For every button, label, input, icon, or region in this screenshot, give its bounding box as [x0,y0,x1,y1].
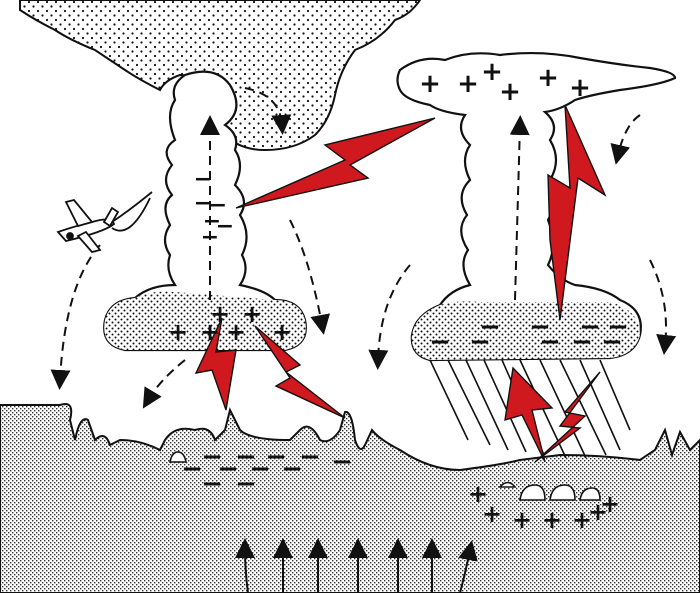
charge-sign: − [216,214,234,239]
charge-sign: − [331,447,353,477]
charge-sign: − [429,327,451,357]
charge-sign: + [499,77,521,107]
charge-sign: − [249,454,271,484]
charge-sign: − [201,225,219,250]
lightning-right-intracloud [547,104,607,321]
charge-sign: − [203,209,221,234]
charge-sign: − [181,454,203,484]
charge-sign: − [209,193,227,218]
charge-sign: + [588,498,608,526]
charge-sign: − [607,312,629,342]
charge-sign: + [569,73,591,103]
ground-features [169,451,601,501]
charge-sign: − [265,442,287,472]
charge-sign: − [201,469,223,499]
charges-right-cloud-base: − − − − − − − − − [429,312,629,357]
right-cloud-base-stipple [411,301,640,360]
charge-sign: + [200,318,220,346]
charges-right-cloud-top: + + + + + + [419,57,591,107]
lightning-right-ground-2 [534,371,601,463]
charges-left-cloud-base: + + + + + + [168,300,292,346]
lightning-bolts [194,104,607,463]
charge-sign: − [601,327,623,357]
charge-sign: − [217,454,239,484]
charge-sign: + [481,57,503,87]
charge-sign: + [419,69,441,99]
left-cloud-base-stipple [104,291,306,350]
charge-sign: − [235,442,257,472]
charge-sign: + [457,69,479,99]
charges-ground-right: + + + + + + + [468,480,620,534]
charge-sign: − [539,327,561,357]
charge-sign: + [600,490,620,518]
lightning-right-ground-1 [504,366,554,463]
charge-sign: − [479,312,501,342]
charges-ground-left: − − − − − − − − − − − [181,442,353,499]
charge-sign: + [512,506,532,534]
airflow-arrows [50,87,677,409]
charges-left-cloud-upper: − − − − − − [194,167,234,250]
lightning-left-upward-2 [254,325,346,419]
charge-sign: + [537,63,559,93]
charge-sign: + [168,318,188,346]
charge-sign: − [201,442,223,472]
ground-field-lines [235,538,478,593]
ground [0,403,700,593]
charge-sign: + [272,318,292,346]
charge-sign: − [579,312,601,342]
charge-sign: − [571,327,593,357]
charge-sign: + [210,300,230,328]
charge-sign: − [299,442,321,472]
right-thundercloud [396,52,677,362]
lightning-cloud-to-cloud [235,117,436,209]
charge-sign: − [469,327,491,357]
charge-sign: + [226,318,246,346]
charge-sign: + [468,480,488,508]
charge-sign: + [572,506,592,534]
charge-sign: + [542,506,562,534]
charge-sign: − [194,191,212,216]
charge-sign: − [235,469,257,499]
airplane-icon [56,191,153,254]
charge-sign: − [194,167,212,192]
lightning-left-upward-1 [194,317,237,411]
charge-sign: + [482,500,502,528]
charge-sign: − [529,312,551,342]
charge-sign: + [242,300,262,328]
charge-sign: − [281,454,303,484]
